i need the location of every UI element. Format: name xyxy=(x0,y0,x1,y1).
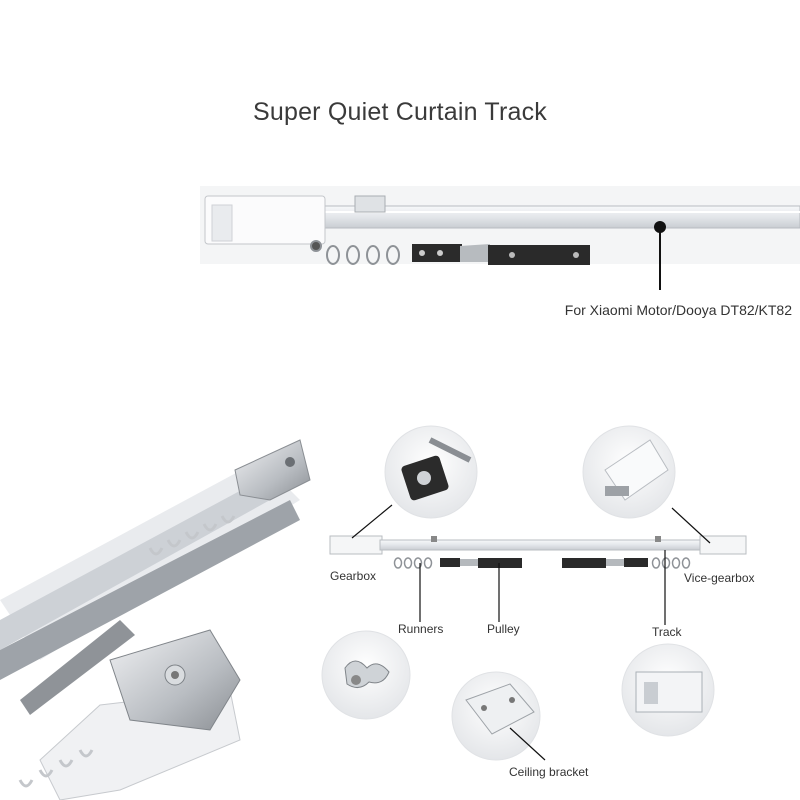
top-runner-hooks xyxy=(310,240,400,265)
top-pulley-bars xyxy=(412,244,590,265)
gearbox-label: Gearbox xyxy=(330,569,377,583)
gearbox-detail-circle xyxy=(384,425,478,519)
ceiling-bracket-detail-circle xyxy=(451,671,541,761)
track-detail-circle xyxy=(621,643,715,737)
diagram-runners-left xyxy=(393,557,433,569)
vice-gearbox-detail-circle xyxy=(582,425,676,519)
perspective-hooks xyxy=(18,515,236,788)
page-title: Super Quiet Curtain Track xyxy=(252,98,547,126)
pulley-label: Pulley xyxy=(487,622,520,636)
callout-pointer xyxy=(654,221,666,290)
perspective-track-closeup xyxy=(0,439,311,800)
leader-lines xyxy=(351,504,711,761)
diagram-track xyxy=(329,535,747,555)
vice-gearbox-label: Vice-gearbox xyxy=(684,571,755,585)
compatibility-caption: For Xiaomi Motor/Dooya DT82/KT82 xyxy=(564,302,792,318)
track-label: Track xyxy=(652,625,682,639)
runner-detail-circle xyxy=(321,630,411,720)
ceiling-bracket-label: Ceiling bracket xyxy=(509,765,589,779)
diagram-pulleys xyxy=(440,558,648,568)
runners-label: Runners xyxy=(398,622,444,636)
diagram-runners-right xyxy=(651,557,691,569)
